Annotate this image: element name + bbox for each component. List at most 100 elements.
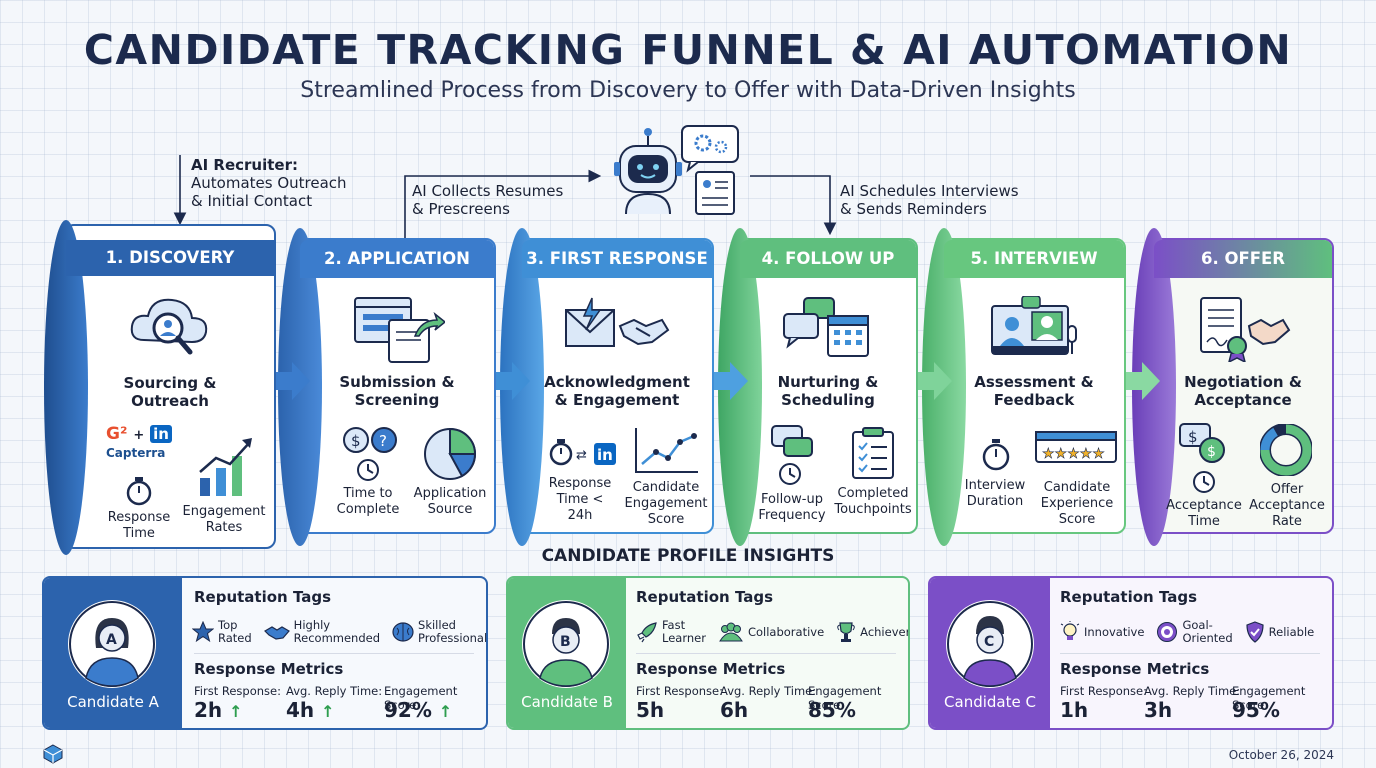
metric-line: Engagement	[182, 504, 266, 519]
metric-line: Response	[548, 476, 612, 491]
metric-line: Acceptance	[1249, 498, 1325, 513]
stage-header: 2. APPLICATION	[300, 240, 494, 278]
avatar-letter: A	[106, 632, 117, 648]
trend-up-icon: ↑	[321, 702, 335, 721]
linkedin-logo: in	[150, 425, 172, 443]
shield-check-icon	[1246, 621, 1264, 643]
rocket-icon	[637, 622, 657, 643]
response-metrics-title: Response Metrics	[1060, 660, 1210, 678]
metric-line: Time to	[343, 486, 393, 501]
divider	[636, 653, 896, 654]
first-response-label: First Response:	[194, 684, 281, 698]
tag-label: Innovative	[1084, 624, 1145, 639]
trend-up-icon: ↑	[229, 702, 243, 721]
form-submit-icon	[354, 297, 445, 363]
ai-collects-line1: AI Collects Resumes	[412, 182, 564, 200]
reputation-tags-title: Reputation Tags	[636, 588, 774, 606]
stage-subtitle-line1: Acknowledgment	[544, 373, 690, 391]
tag-label: Reliable	[1268, 624, 1315, 639]
stage-header: 6. OFFER	[1154, 240, 1332, 278]
tag-line: Skilled	[418, 618, 456, 632]
stage-subtitle-line2: Screening	[354, 391, 440, 409]
avatar: A	[68, 600, 156, 688]
reputation-tags: Innovative Goal-Oriented Reliable	[1060, 614, 1324, 650]
handshake-icon	[263, 626, 290, 640]
flow-arrow-icon	[276, 362, 310, 400]
divider	[194, 653, 474, 654]
metric-line: Completed	[837, 486, 909, 501]
stage-subtitle: Acknowledgment & Engagement	[532, 373, 702, 409]
metric-value: 4h	[286, 698, 315, 722]
engagement-score-label: Engagement Score:	[1232, 684, 1306, 712]
tag-line: Learner	[662, 631, 706, 645]
metric-interview-duration: Interview Duration	[960, 478, 1030, 510]
plus-sign: +	[133, 428, 145, 443]
metric-response-time: Response Time	[104, 510, 174, 542]
candidate-card-a: A Candidate A Reputation Tags Top Rated …	[42, 576, 488, 730]
engagement-score-value: 92% ↑	[384, 698, 452, 722]
star-icon	[192, 621, 214, 643]
avatar-letter: B	[560, 634, 571, 650]
candidate-card-c: C Candidate C Reputation Tags Innovative…	[928, 576, 1334, 730]
tag-label: Goal-Oriented	[1182, 618, 1233, 645]
star-rating-icon: ★★★★★	[1035, 431, 1117, 463]
checklist-icon	[852, 427, 894, 479]
avatar: C	[946, 600, 1034, 688]
brain-icon	[392, 622, 414, 642]
divider	[1060, 653, 1320, 654]
stage-subtitle: Assessment & Feedback	[954, 373, 1114, 409]
metric-line: Follow-up	[761, 492, 823, 507]
avatar-letter: C	[984, 634, 994, 650]
metric-line: Acceptance	[1166, 498, 1242, 513]
ai-recruiter-line1: Automates Outreach	[191, 174, 347, 192]
stopwatch-linkedin-icon: ⇄ in	[549, 439, 616, 466]
tag-label: Top Rated	[218, 618, 252, 645]
trophy-icon	[837, 622, 855, 642]
engagement-score-label: Engagement Score:	[808, 684, 882, 712]
metric-candidate-experience-score: Candidate Experience Score	[1032, 480, 1122, 528]
flow-arrow-icon	[918, 362, 952, 400]
stage-subtitle-line2: & Engagement	[554, 391, 680, 409]
first-response-label: First Response:	[1060, 684, 1147, 698]
avg-reply-label: Avg. Reply Time:	[1144, 684, 1241, 698]
metric-time-to-complete: Time to Complete	[328, 486, 408, 518]
candidate-name: Candidate C	[944, 693, 1036, 711]
stage-subtitle-line2: Outreach	[131, 392, 209, 410]
engagement-score-value: 95%	[1232, 698, 1280, 722]
metric-line: Touchpoints	[834, 502, 912, 517]
page-title: CANDIDATE TRACKING FUNNEL & AI AUTOMATIO…	[83, 26, 1293, 74]
trend-up-icon: ↑	[438, 702, 453, 721]
metric-line: Application	[413, 486, 487, 501]
bar-growth-icon	[199, 438, 252, 496]
svg-text:$: $	[1207, 444, 1216, 460]
flow-arrow-icon	[1126, 362, 1160, 400]
capterra-logo: Capterra	[106, 446, 166, 460]
team-icon	[719, 622, 743, 642]
line-graph-icon	[635, 428, 698, 473]
tag-reliable: Reliable	[1245, 621, 1315, 643]
page-subtitle: Streamlined Process from Discovery to Of…	[300, 78, 1076, 103]
first-response-value: 5h	[636, 698, 665, 722]
response-metrics-title: Response Metrics	[636, 660, 786, 678]
stage-subtitle: Nurturing & Scheduling	[750, 373, 906, 409]
ai-connector-lines	[173, 155, 837, 238]
ai-schedules-line1: AI Schedules Interviews	[840, 182, 1019, 200]
avg-reply-value: 4h ↑	[286, 698, 335, 722]
flow-arrow-icon	[496, 362, 530, 400]
tag-label: Collaborative	[747, 624, 825, 639]
avg-reply-label: Avg. Reply Time:	[286, 684, 383, 698]
candidate-name: Candidate A	[67, 693, 159, 711]
candidate-panel: A Candidate A	[44, 578, 182, 728]
svg-text:⇄: ⇄	[576, 448, 587, 463]
metric-line: Candidate	[1043, 480, 1111, 495]
stage-first-response: 3. FIRST RESPONSE Acknowledgment & Engag…	[500, 228, 714, 546]
stage-subtitle-line2: Feedback	[993, 391, 1075, 409]
metric-offer-acceptance-rate: Offer Acceptance Rate	[1244, 482, 1330, 530]
lightbulb-icon	[1060, 621, 1080, 640]
